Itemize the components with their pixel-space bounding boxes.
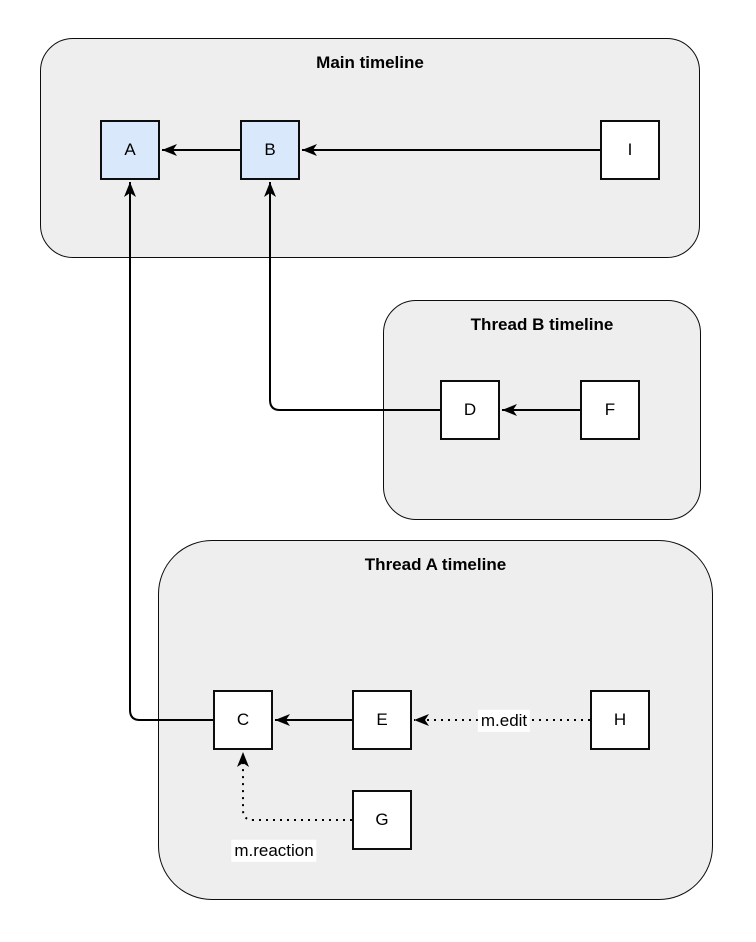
node-G-label: G	[375, 810, 389, 829]
node-F-label: F	[604, 400, 616, 419]
node-F: F	[580, 380, 640, 440]
container-thread-b-timeline: Thread B timeline	[383, 300, 701, 520]
node-I-label: I	[627, 140, 633, 159]
edge-label-m-edit: m.edit	[477, 709, 531, 733]
node-I: I	[600, 120, 660, 180]
node-A: A	[100, 120, 160, 180]
node-C: C	[213, 690, 273, 750]
node-H: H	[590, 690, 650, 750]
node-B-label: B	[264, 140, 276, 159]
main-timeline-title: Main timeline	[316, 53, 424, 72]
node-D: D	[440, 380, 500, 440]
node-B: B	[240, 120, 300, 180]
thread-a-timeline-title: Thread A timeline	[364, 555, 507, 574]
node-E-label: E	[376, 710, 388, 729]
edge-label-m-reaction: m.reaction	[231, 839, 317, 863]
node-A-label: A	[124, 140, 136, 159]
node-H-label: H	[613, 710, 627, 729]
thread-b-timeline-title: Thread B timeline	[470, 315, 614, 334]
node-G: G	[352, 790, 412, 850]
node-C-label: C	[236, 710, 250, 729]
node-D-label: D	[463, 400, 477, 419]
node-E: E	[352, 690, 412, 750]
